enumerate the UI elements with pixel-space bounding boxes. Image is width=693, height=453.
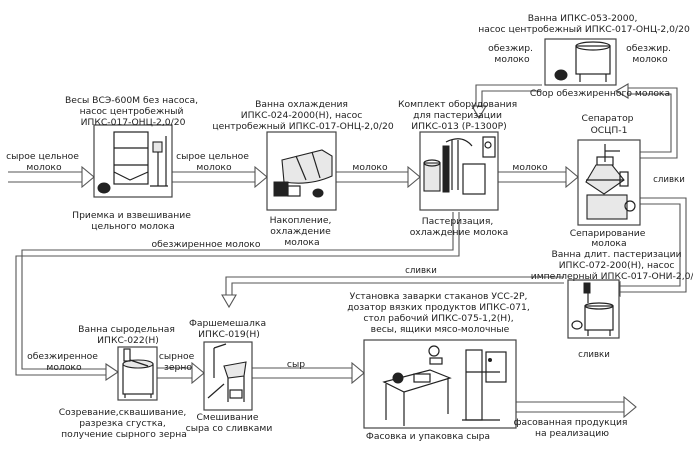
flow-curd-to-mixer [157, 361, 205, 385]
flow-milk-to-pasteurization [336, 165, 421, 189]
packing-process-label: Фасовка и упаковка сыра [366, 431, 490, 442]
flow-label-cream-to-mixer: сливки [405, 266, 437, 276]
station-cheese-vat [117, 346, 158, 401]
flow-label-skim-to-vat: обезжиренное молоко [27, 351, 101, 373]
reception-process-label: Приемка и взвешивание цельного молока [72, 210, 194, 232]
flow-raw-milk-in [8, 165, 95, 189]
pasteurizer-illustration [423, 136, 496, 195]
flow-label-raw-in: сырое цельное молоко [6, 151, 82, 173]
cream-bath-illustration [583, 282, 614, 336]
pump-icon [554, 69, 568, 81]
reception-equipment-label: Весы ВСЭ-600М без насоса, насос центробе… [65, 95, 201, 128]
packing-table-illustration [382, 345, 452, 426]
cooling-bath-illustration [273, 149, 333, 197]
flow-skim-milk-return [15, 212, 460, 382]
flow-product-out [516, 395, 637, 419]
flow-milk-to-separator [498, 165, 579, 189]
separator-illustration [585, 144, 636, 220]
station-packing [363, 339, 517, 429]
station-pasteurization [419, 131, 499, 211]
cheese-vat-equipment-label: Ванна сыродельная ИПКС-022(Н) [78, 324, 178, 346]
flow-raw-milk-to-cooling [172, 165, 268, 189]
long-pasteurization-equipment-label: Ванна длит. пастеризации ИПКС-072-200(Н)… [531, 249, 693, 282]
flow-label-raw-to-cooling: сырое цельное молоко [176, 151, 252, 173]
cheese-vat-illustration [122, 348, 154, 398]
separator-equipment-label: Сепаратор ОСЦП-1 [582, 113, 637, 136]
skim-bath-illustration [575, 41, 611, 82]
separator-process-label: Сепарирование молока [570, 228, 649, 249]
long-pasteurization-product-label: сливки [578, 350, 610, 360]
skim-collection-process-label: Сбор обезжиренного молока [530, 88, 670, 99]
scale-tank-illustration [113, 131, 168, 187]
flow-cream-to-mixer [221, 276, 564, 309]
flow-label-cheese-to-packing: сыр [287, 359, 305, 370]
skim-collection-equipment-label: Ванна ИПКС-053-2000, насос центробежный … [478, 13, 690, 35]
flow-cheese-to-packing [252, 361, 365, 385]
station-separator [577, 139, 641, 226]
station-long-pasteurization [567, 279, 620, 339]
flow-label-cream-from-separator: сливки [653, 175, 685, 185]
mixer-illustration [207, 343, 247, 402]
cooling-equipment-label: Ванна охлаждения ИПКС-024-2000(Н), насос… [212, 99, 393, 132]
pasteurization-process-label: Пастеризация, охлаждение молока [410, 216, 509, 238]
flow-skim-to-pasteurization [471, 84, 542, 120]
station-cooling [266, 131, 337, 211]
flow-label-skim-return: обезжиренное молоко [152, 239, 261, 250]
cheese-vat-process-label: Созревание,сквашивание, разрезка сгустка… [59, 407, 190, 440]
pump-icon [97, 182, 111, 194]
pump-icon [312, 188, 324, 198]
station-skim-collection [544, 38, 617, 86]
station-mixer [203, 341, 253, 411]
pump-icon [571, 320, 583, 330]
packing-equipment-label: Установка заварки стаканов УСС-2Р, дозат… [347, 291, 532, 335]
flow-label-product-out: фасованная продукция на реализацию [514, 417, 631, 439]
station-reception [93, 124, 173, 198]
flow-label-skim-left: обезжир. молоко [488, 43, 536, 65]
mixer-process-label: Смешивание сыра со сливками [186, 412, 273, 434]
filling-machine-illustration [462, 349, 507, 421]
flow-label-curd-to-mixer: сырное зерно [159, 351, 197, 373]
mixer-equipment-label: Фаршемешалка ИПКС-019(Н) [189, 318, 269, 340]
pasteurization-equipment-label: Комплект оборудования для пастеризации И… [398, 99, 520, 132]
flow-label-milk-to-separator: молоко [512, 162, 548, 173]
flow-label-milk-to-pasteurization: молоко [352, 162, 388, 173]
flow-label-skim-right: обезжир. молоко [626, 43, 674, 65]
flow-skim-to-collection [614, 83, 678, 159]
cooling-process-label: Накопление, охлаждение молока [270, 215, 335, 248]
